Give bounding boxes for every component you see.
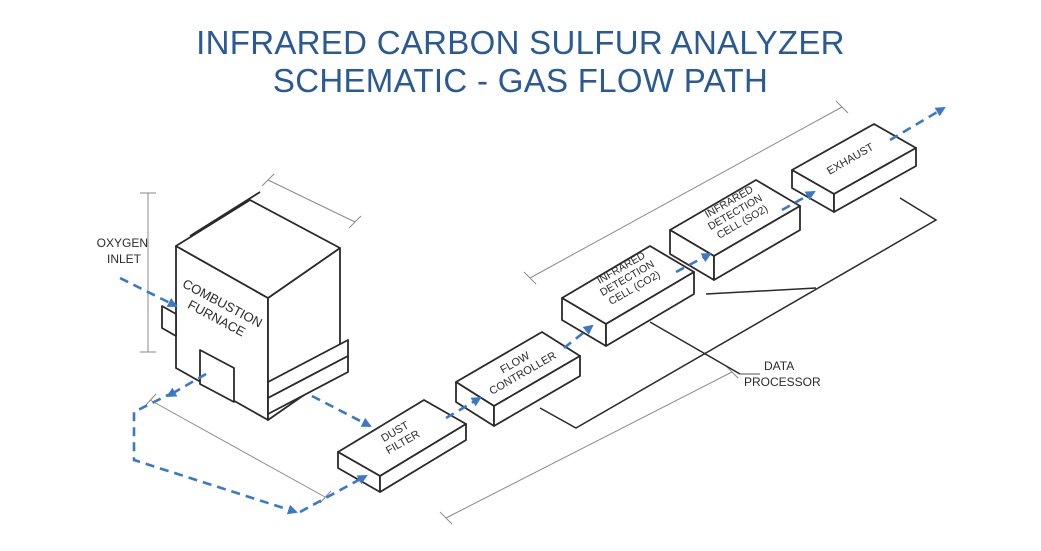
ir-detection-cell-co2 [561, 245, 695, 347]
exhaust-unit [791, 123, 917, 213]
gas-flow-path [119, 106, 946, 515]
data-wiring [539, 197, 938, 429]
ir-detection-cell-so2 [669, 179, 801, 281]
title-line-2: SCHEMATIC - GAS FLOW PATH [272, 62, 769, 99]
svg-text:DATA PROCESSOR: DATA PROCESSOR [744, 359, 821, 389]
dimension-lines [140, 100, 849, 525]
svg-text:OXYGEN INLET: OXYGEN INLET [97, 236, 152, 266]
data-processor-label-line-2: PROCESSOR [744, 375, 821, 389]
oxygen-inlet-label-line-2: INLET [107, 252, 142, 266]
title-line-1: INFRARED CARBON SULFUR ANALYZER [196, 24, 845, 61]
dust-filter [337, 399, 467, 493]
data-processor-label-line-1: DATA [764, 359, 794, 373]
oxygen-inlet-label-line-1: OXYGEN [97, 236, 148, 250]
page-title: INFRARED CARBON SULFUR ANALYZER SCHEMATI… [0, 24, 1041, 100]
combustion-furnace [161, 191, 349, 421]
